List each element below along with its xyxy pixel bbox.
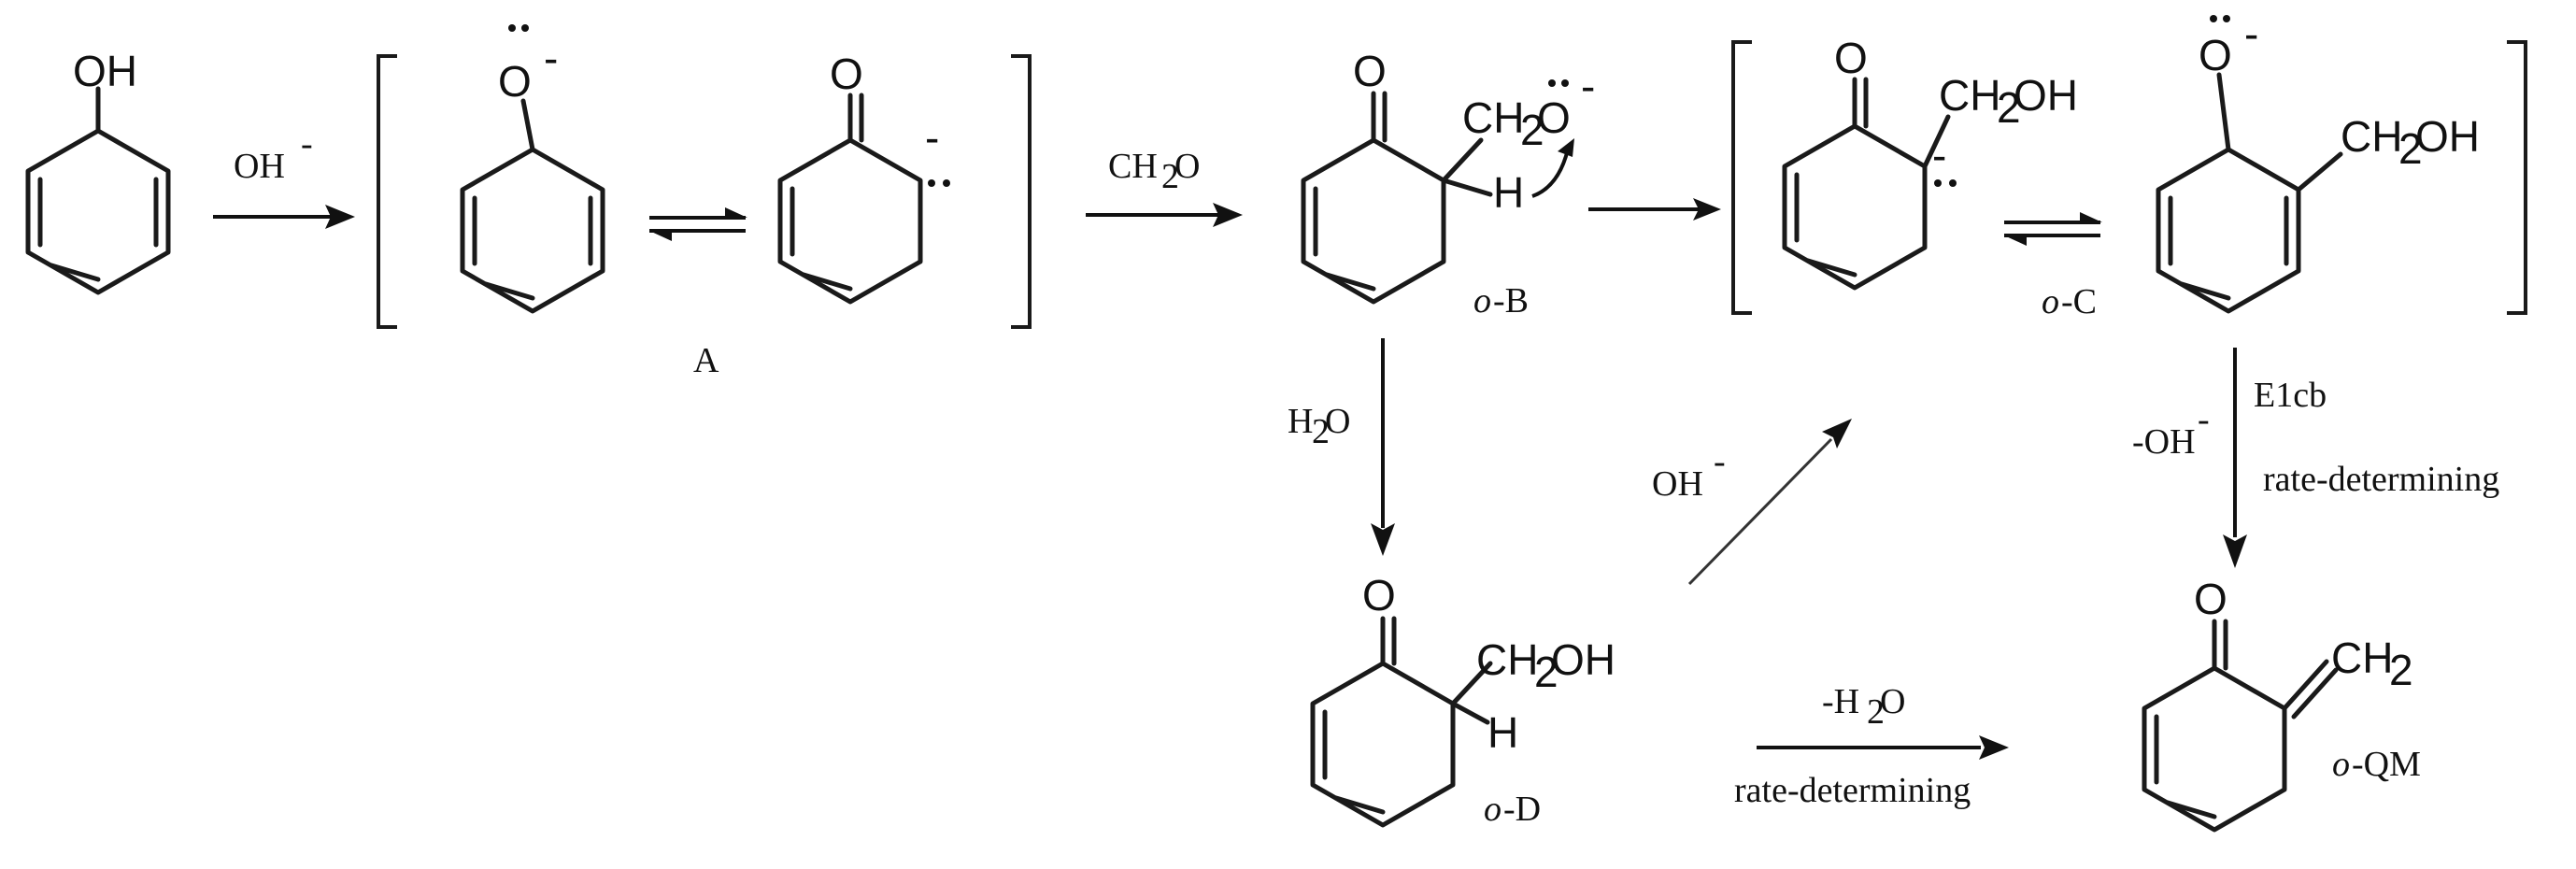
reagent-loss-water-sub: 2 xyxy=(1867,692,1885,732)
arrow-od-to-oqm: -H 2 O rate-determining xyxy=(1734,682,2009,810)
reagent-hydroxide-charge: - xyxy=(301,124,313,164)
ob-o-alkoxide: O xyxy=(1537,93,1571,142)
arrow-ob-to-c xyxy=(1588,198,1721,221)
oqm-o-label: O xyxy=(2194,575,2227,623)
oc-phenoxide-sub: 2 xyxy=(2398,124,2423,173)
oqm-molecule: O CH 2 xyxy=(2142,575,2413,833)
reagent-water-o: O xyxy=(1325,402,1350,441)
carbanion-charge: - xyxy=(925,113,939,162)
oc-phenoxide-ch2: CH xyxy=(2341,112,2402,161)
ob-molecule: O H CH 2 O - xyxy=(1301,47,1595,305)
ob-ch2-sub: 2 xyxy=(1520,106,1544,154)
od-o-label: O xyxy=(1362,571,1396,620)
label-oc-prefix: o xyxy=(2042,282,2059,321)
oc-carbanion-ch2oh: CH xyxy=(1939,71,2000,120)
reagent-formaldehyde-o: O xyxy=(1174,147,1200,186)
oc-carbanion-charge: - xyxy=(1932,131,1946,179)
label-ob-prefix: o xyxy=(1473,281,1491,321)
reagent-hydroxide: OH xyxy=(234,147,285,186)
oc-carbanion-molecule: O CH 2 OH - xyxy=(1782,34,2078,291)
phenol-oh-label: OH xyxy=(73,47,137,95)
oqm-ch2-label: CH xyxy=(2331,634,2393,682)
bracket-oc xyxy=(1731,40,2527,315)
label-oqm-suffix: -QM xyxy=(2352,745,2421,784)
phenol-molecule: OH xyxy=(25,47,171,295)
mechanism-e1cb: E1cb xyxy=(2254,376,2327,415)
oc-phenoxide-oh: OH xyxy=(2415,112,2480,161)
oc-phenoxide-molecule: O - CH 2 OH xyxy=(2156,9,2480,314)
reagent-loss-water: -H xyxy=(1822,682,1859,721)
od-h-label: H xyxy=(1487,708,1518,757)
phenoxide-charge: - xyxy=(544,34,558,82)
arrow-a-to-ob: CH 2 O xyxy=(1086,147,1243,227)
arrow-od-to-oc: OH - xyxy=(1652,419,1852,586)
arrow-phenol-to-a: OH - xyxy=(213,124,355,229)
curved-arrow-proton-transfer xyxy=(1531,149,1570,198)
reagent-formaldehyde: CH xyxy=(1108,147,1158,186)
arrow-oc-to-oqm: E1cb -OH - rate-determining xyxy=(2132,348,2499,568)
note-rate-determining-1: rate-determining xyxy=(1734,771,1971,810)
reagent-hydroxide-2: OH xyxy=(1652,464,1703,504)
reagent-loss-hydroxide: -OH xyxy=(2132,422,2196,462)
ob-h-label: H xyxy=(1493,168,1524,217)
ob-o-label: O xyxy=(1353,47,1387,95)
carbanion-o-label: O xyxy=(830,50,863,98)
oc-carbanion-oh: OH xyxy=(2014,71,2078,120)
label-od-prefix: o xyxy=(1484,790,1501,829)
reagent-formaldehyde-sub: 2 xyxy=(1161,157,1179,196)
oc-phenoxide-charge: - xyxy=(2244,9,2258,58)
note-rate-determining-2: rate-determining xyxy=(2263,460,2499,499)
arrow-ob-to-od: H 2 O xyxy=(1288,338,1395,556)
oc-phenoxide-o-label: O xyxy=(2199,31,2232,79)
od-ch2-label: CH xyxy=(1476,635,1538,684)
reagent-hydroxide-2-charge: - xyxy=(1714,442,1726,481)
reagent-loss-hydroxide-charge: - xyxy=(2198,400,2210,439)
carbanion-molecule: O - xyxy=(777,50,950,305)
ob-ch2-label: CH xyxy=(1462,93,1524,142)
reagent-loss-water-o: O xyxy=(1880,682,1905,721)
label-a: A xyxy=(693,341,719,380)
phenoxide-molecule: O - xyxy=(460,24,605,314)
label-oc-suffix: -C xyxy=(2061,282,2097,321)
label-ob-suffix: -B xyxy=(1493,281,1529,321)
phenoxide-o-label: O xyxy=(498,57,532,106)
od-oh-label: OH xyxy=(1551,635,1615,684)
oqm-ch2-sub: 2 xyxy=(2389,646,2413,694)
od-ch2-sub: 2 xyxy=(1534,648,1558,696)
label-od-suffix: -D xyxy=(1503,790,1541,829)
ob-alkoxide-charge: - xyxy=(1581,62,1595,110)
od-molecule: O H CH 2 OH xyxy=(1310,571,1615,828)
reagent-water: H xyxy=(1288,402,1313,441)
equilibrium-arrows-oc xyxy=(2004,212,2102,246)
label-oqm-prefix: o xyxy=(2332,745,2350,784)
equilibrium-arrows-a xyxy=(649,207,747,241)
oc-carbanion-sub: 2 xyxy=(1997,83,2021,132)
bracket-a xyxy=(377,54,1032,329)
reagent-water-sub: 2 xyxy=(1312,412,1330,451)
oc-carbanion-o-label: O xyxy=(1834,34,1868,82)
